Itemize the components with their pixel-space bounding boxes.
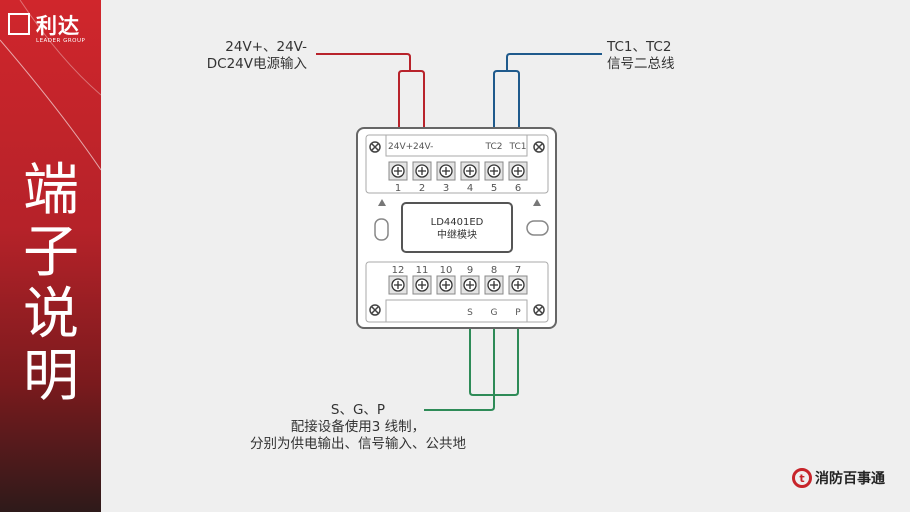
logo-name-cn: 利达 bbox=[36, 14, 80, 38]
arrow-up-icon bbox=[533, 199, 541, 206]
mounting-screw-icon bbox=[533, 304, 545, 316]
terminal-number: 6 bbox=[515, 183, 521, 194]
arrow-up-icon bbox=[378, 199, 386, 206]
terminal-screw bbox=[460, 161, 480, 181]
terminal-number: 10 bbox=[440, 265, 453, 276]
bus-annotation: TC1、TC2 信号二总线 bbox=[607, 39, 675, 73]
terminal-number: 4 bbox=[467, 183, 473, 194]
horizontal-slot-icon bbox=[526, 220, 549, 236]
bus-annotation-line2: 信号二总线 bbox=[607, 56, 675, 72]
vertical-slot-icon bbox=[374, 218, 389, 241]
mounting-screw-icon bbox=[533, 141, 545, 153]
sgp-annotation-line2: 配接设备使用3 线制， bbox=[290, 419, 426, 435]
sidebar: 利达 LEADER GROUP 端 子 说 明 bbox=[0, 0, 101, 512]
terminal-screw bbox=[388, 161, 408, 181]
logo-name-en: LEADER GROUP bbox=[36, 38, 86, 44]
bus-annotation-line1: TC1、TC2 bbox=[607, 39, 672, 55]
terminal-screw bbox=[460, 275, 480, 295]
terminal-number: 9 bbox=[467, 265, 473, 276]
title-char: 端 bbox=[23, 158, 79, 223]
bus-wire bbox=[506, 53, 602, 71]
leader-logo: 利达 LEADER GROUP bbox=[6, 8, 101, 48]
terminal-screw bbox=[412, 161, 432, 181]
model-number: LD4401ED bbox=[431, 217, 484, 228]
label-tc2: TC2 bbox=[485, 142, 503, 152]
terminal-screw bbox=[436, 275, 456, 295]
bus-wire-loop bbox=[493, 70, 520, 128]
terminal-number: 11 bbox=[416, 265, 429, 276]
sgp-annotation: S、G、P 配接设备使用3 线制， 分别为供电输出、信号输入、公共地 bbox=[240, 402, 476, 453]
terminal-number: 5 bbox=[491, 183, 497, 194]
sgp-annotation-line1: S、G、P bbox=[330, 402, 386, 418]
sgp-wire bbox=[424, 328, 495, 411]
brand-name: 消防百事通 bbox=[815, 471, 885, 487]
power-wire-loop bbox=[398, 70, 425, 128]
label-24v-minus: 24V- bbox=[413, 142, 433, 152]
title-char: 明 bbox=[23, 344, 79, 409]
power-annotation-line2: DC24V电源输入 bbox=[206, 56, 307, 72]
terminal-number: 7 bbox=[515, 265, 521, 276]
logo-mark-icon bbox=[8, 13, 30, 35]
brand-logo-icon: t bbox=[792, 468, 812, 488]
bottom-label-strip bbox=[385, 299, 528, 323]
terminal-screw bbox=[508, 161, 528, 181]
terminal-screw bbox=[388, 275, 408, 295]
page-title: 端 子 说 明 bbox=[16, 160, 86, 408]
module-name: 中继模块 bbox=[437, 228, 477, 241]
label-g: G bbox=[491, 308, 498, 318]
label-tc1: TC1 bbox=[509, 142, 527, 152]
decorative-arcs bbox=[0, 0, 101, 171]
power-annotation: 24V+、24V- DC24V电源输入 bbox=[207, 39, 307, 73]
label-24v-plus: 24V+ bbox=[388, 142, 413, 152]
terminal-screw bbox=[412, 275, 432, 295]
label-s: S bbox=[467, 308, 473, 318]
mounting-screw-icon bbox=[369, 141, 381, 153]
terminal-number: 8 bbox=[491, 265, 497, 276]
title-char: 子 bbox=[23, 220, 79, 285]
terminal-screw bbox=[436, 161, 456, 181]
power-annotation-line1: 24V+、24V- bbox=[225, 39, 307, 55]
terminal-number: 3 bbox=[443, 183, 449, 194]
terminal-screw bbox=[484, 161, 504, 181]
label-p: P bbox=[515, 308, 521, 318]
terminal-number: 12 bbox=[392, 265, 405, 276]
terminal-screw bbox=[484, 275, 504, 295]
terminal-screw bbox=[508, 275, 528, 295]
mounting-screw-icon bbox=[369, 304, 381, 316]
nameplate bbox=[401, 202, 513, 253]
sgp-annotation-line3: 分别为供电输出、信号输入、公共地 bbox=[250, 436, 466, 452]
title-char: 说 bbox=[23, 282, 79, 347]
top-label-strip bbox=[385, 134, 528, 157]
terminal-number: 1 bbox=[395, 183, 401, 194]
footer-brand: t 消防百事通 bbox=[792, 468, 885, 488]
terminal-number: 2 bbox=[419, 183, 425, 194]
power-wire bbox=[316, 53, 411, 71]
